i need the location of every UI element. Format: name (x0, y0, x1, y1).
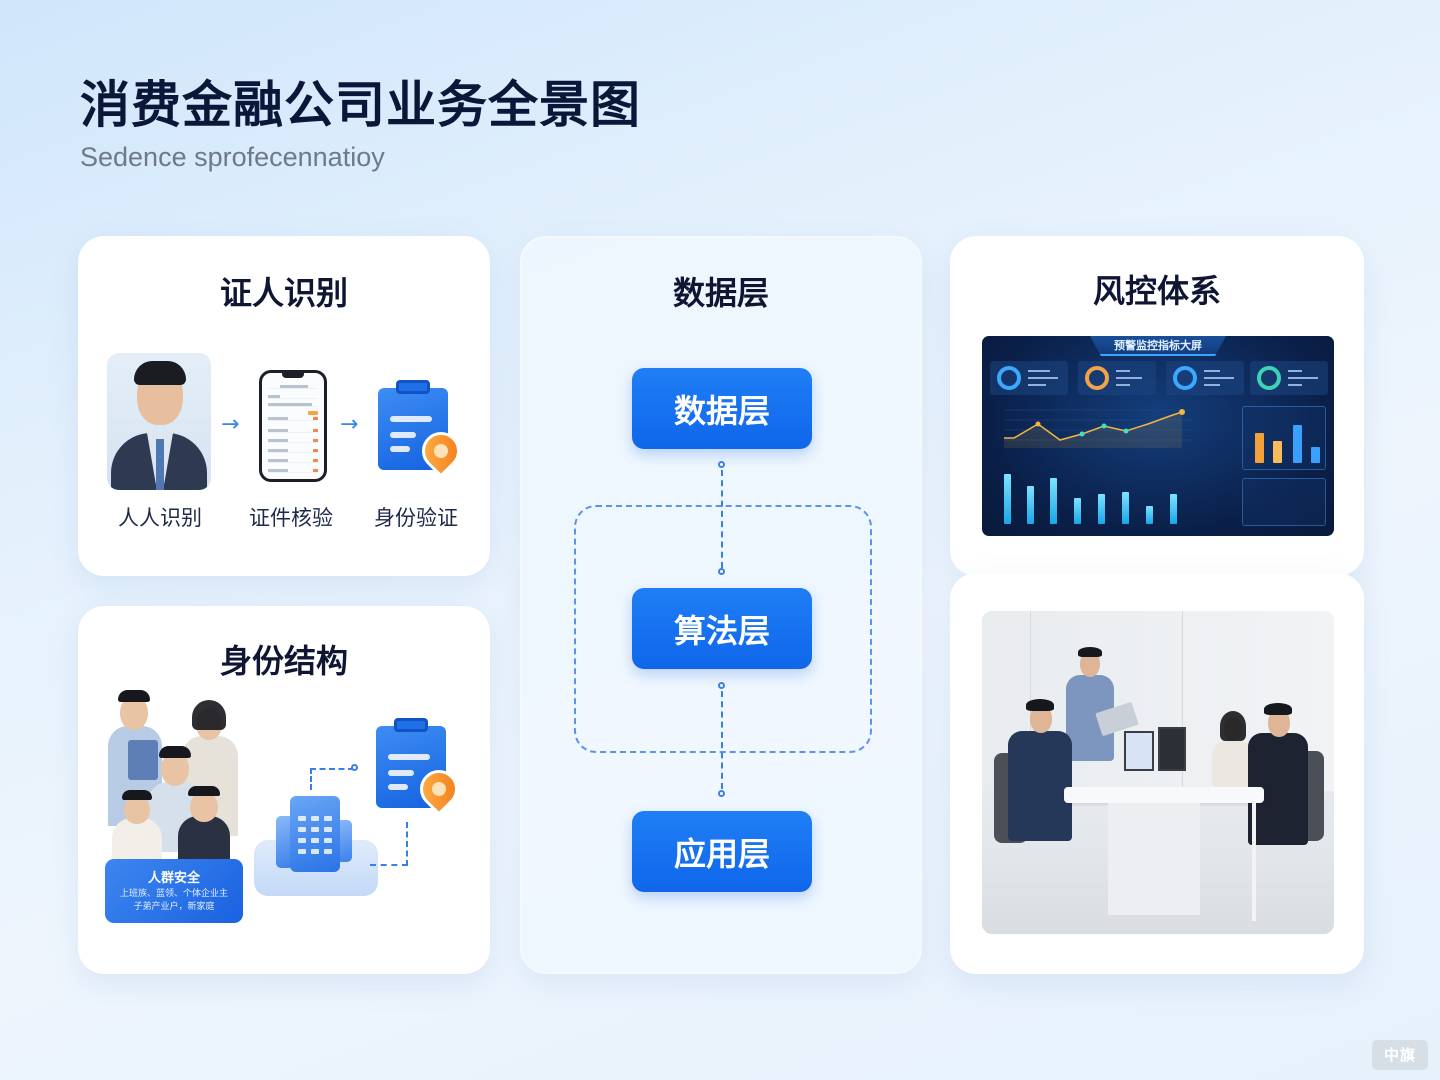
step-label: 身份验证 (374, 506, 458, 530)
table-panel (1242, 478, 1326, 526)
phone-verification-icon (259, 370, 327, 482)
clipboard-pin-icon (376, 718, 466, 816)
line-chart (1004, 409, 1192, 448)
portrait-photo (107, 353, 211, 490)
connector-line (310, 768, 354, 790)
page-subtitle: Sedence sprofecennatioy (80, 142, 385, 172)
card-title: 数据层 (672, 274, 769, 312)
arrow-right-icon: → (340, 412, 359, 437)
audience-badge: 人群安全 上班族、蓝领、个体企业主 子弟产业户，新家庭 (105, 859, 243, 923)
team-photo-card (950, 573, 1364, 974)
page-title: 消费金融公司业务全景图 (80, 76, 641, 134)
connector-line (721, 470, 723, 568)
building-icon (254, 796, 378, 896)
connector-line (370, 822, 408, 866)
badge-text: 上班族、蓝领、个体企业主 (119, 889, 228, 899)
step-label: 证件核验 (249, 506, 333, 530)
family-photo (104, 690, 244, 868)
card-title: 风控体系 (1092, 272, 1221, 310)
risk-control-card: 风控体系 预警监控指标大屏 (950, 236, 1364, 576)
loop-dashed-frame (574, 505, 872, 753)
connector-dot (718, 461, 725, 468)
bar-panel (1242, 406, 1326, 470)
connector-dot (718, 790, 725, 797)
identity-recognition-card: 证人识别 → → 人人识别 证件核验 身份验证 (78, 236, 490, 576)
risk-dashboard-screenshot: 预警监控指标大屏 (982, 336, 1334, 536)
connector-dot (351, 764, 358, 771)
watermark: 中旗 (1372, 1040, 1428, 1070)
dashboard-title: 预警监控指标大屏 (1090, 336, 1226, 356)
badge-title: 人群安全 (147, 871, 200, 886)
connector-dot (718, 682, 725, 689)
card-title: 证人识别 (219, 274, 348, 312)
layer-data[interactable]: 数据层 (632, 368, 812, 449)
office-meeting-photo (982, 611, 1334, 934)
data-layer-card: 数据层 数据层 算法层 应用层 (520, 236, 922, 974)
connector-line (721, 691, 723, 789)
clipboard-pin-icon (378, 380, 468, 478)
bar-chart (994, 464, 1190, 524)
connector-dot (718, 568, 725, 575)
identity-structure-card: 身份结构 人群安全 上班族、蓝领、个体 (78, 606, 490, 974)
card-title: 身份结构 (219, 642, 348, 680)
badge-text: 子弟产业户，新家庭 (133, 902, 215, 912)
step-label: 人人识别 (118, 506, 202, 530)
layer-application[interactable]: 应用层 (632, 811, 812, 892)
layer-algorithm[interactable]: 算法层 (632, 588, 812, 669)
page-header: 消费金融公司业务全景图 Sedence sprofecennatioy (80, 72, 641, 173)
arrow-right-icon: → (221, 412, 240, 437)
